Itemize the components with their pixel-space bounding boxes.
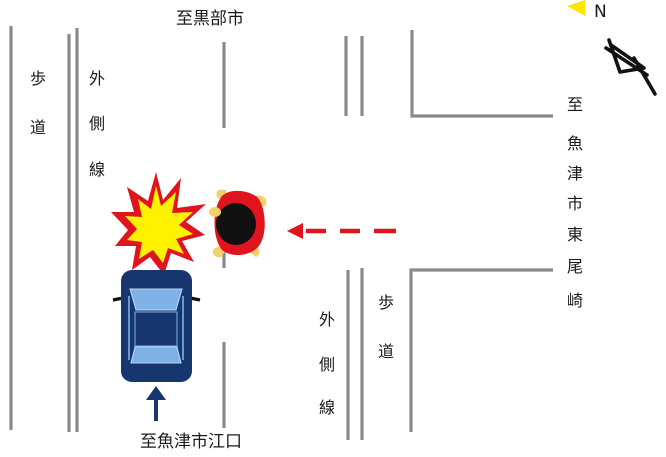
label-to-kurobe: 至黒部市 xyxy=(176,9,244,29)
left-shoulder-char-2: 側 xyxy=(89,114,105,133)
right-shoulder-char-3: 線 xyxy=(319,398,335,417)
right-direction-char-7: 崎 xyxy=(567,291,583,310)
left-sidewalk-char-2: 道 xyxy=(30,118,46,137)
car-icon xyxy=(112,270,201,382)
car-direction-arrow xyxy=(146,386,166,421)
left-shoulder-char-3: 線 xyxy=(89,160,105,179)
car-windshield xyxy=(129,288,183,311)
north-arrow-icon xyxy=(604,38,657,96)
right-sidewalk-label: 歩 道 xyxy=(378,293,394,361)
pedestrian-icon xyxy=(209,189,267,258)
right-sidewalk-upper-corner xyxy=(410,30,553,118)
arrow-left-icon xyxy=(287,223,303,239)
right-direction-char-1: 至 xyxy=(567,95,583,114)
pedestrian-hand xyxy=(209,207,221,217)
right-direction-char-2: 魚 xyxy=(567,134,583,153)
pedestrian-direction-arrow xyxy=(287,223,396,239)
impact-burst-icon xyxy=(111,172,206,275)
north-label: N xyxy=(594,2,607,22)
right-shoulder-char-2: 側 xyxy=(319,355,335,374)
right-shoulder-label: 外 側 線 xyxy=(319,310,335,417)
north-indicator: N xyxy=(567,0,657,96)
right-direction-char-6: 尾 xyxy=(567,257,583,276)
right-direction-char-5: 東 xyxy=(567,225,583,244)
road-lines xyxy=(9,26,553,440)
right-direction-char-3: 津 xyxy=(567,164,583,183)
impact-burst-inner xyxy=(125,186,193,263)
left-sidewalk-label: 歩 道 xyxy=(30,69,46,137)
right-shoulder-char-1: 外 xyxy=(319,310,335,329)
right-sidewalk-char-1: 歩 xyxy=(378,293,394,312)
left-shoulder-label: 外 側 線 xyxy=(89,69,105,179)
arrow-up-icon xyxy=(146,386,166,400)
right-sidewalk-lower-corner xyxy=(409,268,553,432)
right-direction-label: 至 魚 津 市 東 尾 崎 xyxy=(567,95,583,310)
car-roof xyxy=(134,311,178,347)
left-sidewalk-char-1: 歩 xyxy=(30,69,46,88)
left-shoulder-char-1: 外 xyxy=(89,69,105,88)
right-direction-char-4: 市 xyxy=(567,194,583,213)
pedestrian-head xyxy=(216,203,256,245)
car-rear-window xyxy=(130,346,182,364)
right-sidewalk-char-2: 道 xyxy=(378,342,394,361)
north-marker-triangle xyxy=(567,0,585,16)
label-to-uozu-eguchi: 至魚津市江口 xyxy=(140,432,242,452)
